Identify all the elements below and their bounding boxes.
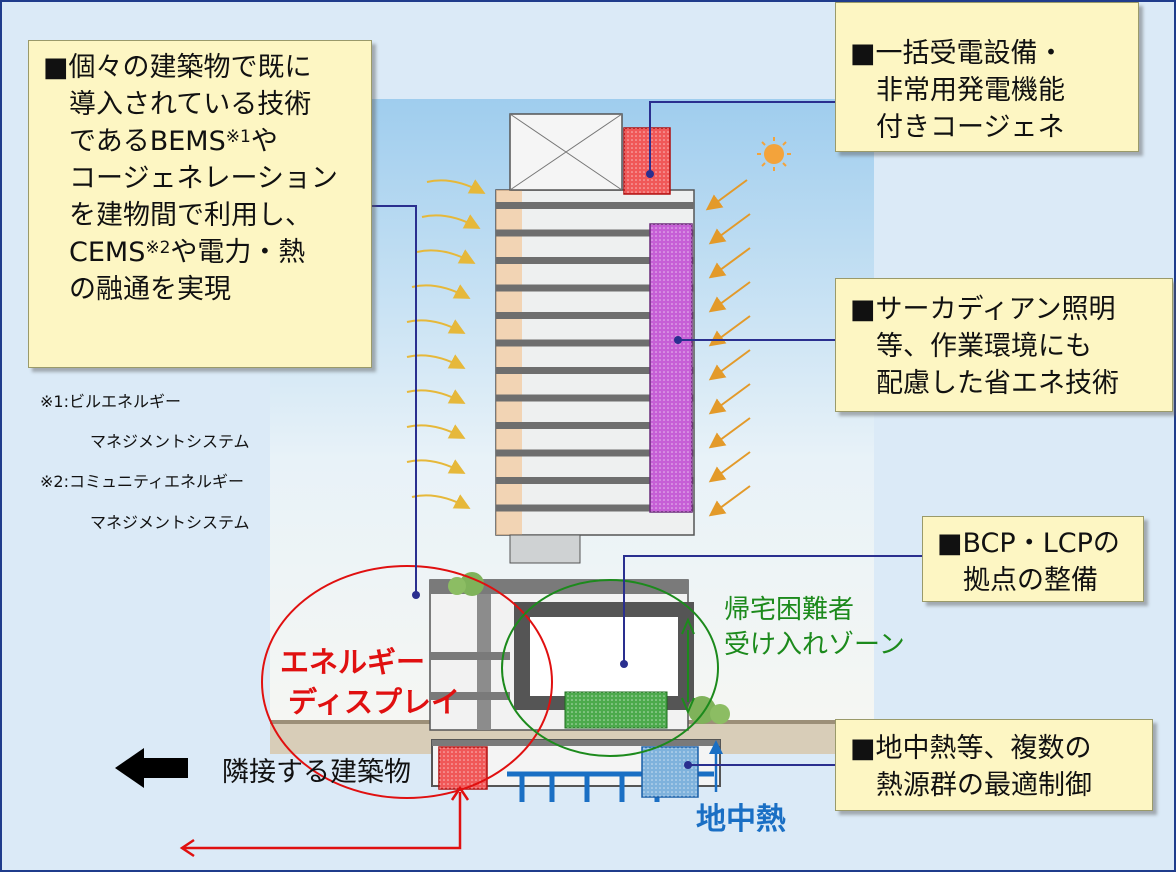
label-evacuee-zone-1: 帰宅困難者: [724, 595, 855, 625]
footnote-ref-1: ※1: [225, 127, 251, 147]
callout-line: ■地中熱等、複数の: [850, 733, 1092, 764]
callout-line: であるBEMS※1や: [43, 123, 371, 160]
callout-line: 非常用発電機能: [876, 75, 1065, 106]
callout-line: 熱源群の最適制御: [876, 770, 1092, 801]
floor-slab: [496, 367, 694, 374]
bems-text: であるBEMS: [69, 126, 226, 157]
floor-slab: [496, 477, 694, 484]
label-ground-heat: 地中熱: [696, 802, 786, 837]
floor-slab: [496, 449, 694, 457]
callout-line: 導入されている技術: [69, 89, 312, 120]
callout-line: の融通を実現: [69, 274, 231, 305]
floor-slab: [496, 504, 694, 512]
callout-line: ■個々の建築物で既に: [43, 52, 312, 83]
sun-icon: [757, 137, 791, 171]
callout-line: 拠点の整備: [963, 565, 1098, 596]
label-evacuee-zone-2: 受け入れゾーン: [724, 630, 905, 660]
callout-substation-cogeneration: ■一括受電設備・ 非常用発電機能 付きコージェネ: [835, 2, 1139, 152]
callout-circadian-lighting: ■サーカディアン照明 等、作業環境にも 配慮した省エネ技術: [835, 278, 1173, 412]
wind-arrows: [406, 179, 486, 509]
bems-text-post: や: [250, 126, 278, 157]
callout-line: ■BCP・LCPの: [937, 528, 1120, 559]
sun-ray-arrows: [705, 179, 751, 517]
floor-slab: [496, 284, 694, 292]
floor-slab: [496, 339, 694, 347]
footnote-2: ※2:コミュニティエネルギー: [40, 472, 245, 491]
callout-line: 配慮した省エネ技術: [876, 368, 1119, 399]
energy-flow-arrow: [184, 792, 462, 850]
callout-line: CEMS※2や電力・熱: [43, 234, 371, 271]
callout-line: ■一括受電設備・: [850, 38, 1065, 69]
connector-lines: [372, 101, 922, 766]
footnote-2-cont: マネジメントシステム: [90, 513, 250, 532]
podium-building: [429, 572, 730, 731]
adjacent-building-arrow: [115, 748, 188, 788]
label-energy-display-2: ディスプレイ: [288, 685, 460, 719]
floor-slab: [496, 394, 694, 402]
footnote-1-cont: マネジメントシステム: [90, 432, 250, 451]
footnote-ref-2: ※2: [145, 238, 171, 258]
callout-line: コージェネレーション: [69, 163, 338, 194]
energy-display-ellipse: [261, 565, 553, 799]
callout-line: 付きコージェネ: [876, 112, 1065, 143]
floor-slab: [496, 422, 694, 429]
connector-dots: [412, 170, 692, 769]
callout-line: を建物間で利用し、: [69, 200, 312, 231]
floor-slab: [496, 229, 694, 237]
callout-line: 等、作業環境にも: [876, 331, 1092, 362]
floor-slab: [496, 202, 694, 209]
floor-slab: [496, 257, 694, 264]
label-energy-display-1: エネルギー: [280, 645, 426, 679]
callout-bcp-lcp: ■BCP・LCPの 拠点の整備: [922, 516, 1144, 602]
callout-bems-cems: ■個々の建築物で既に 導入されている技術 であるBEMS※1や コージェネレーシ…: [28, 40, 372, 368]
callout-line: ■サーカディアン照明: [850, 294, 1116, 325]
label-adjacent-building: 隣接する建築物: [222, 757, 411, 788]
evacuee-zone-ellipse: [501, 579, 719, 757]
cems-text-post: や電力・熱: [170, 237, 306, 268]
cems-text: CEMS: [69, 237, 146, 268]
floor-slab: [496, 312, 694, 319]
callout-geothermal: ■地中熱等、複数の 熱源群の最適制御: [835, 719, 1153, 811]
footnote-1: ※1:ビルエネルギー: [40, 392, 181, 411]
